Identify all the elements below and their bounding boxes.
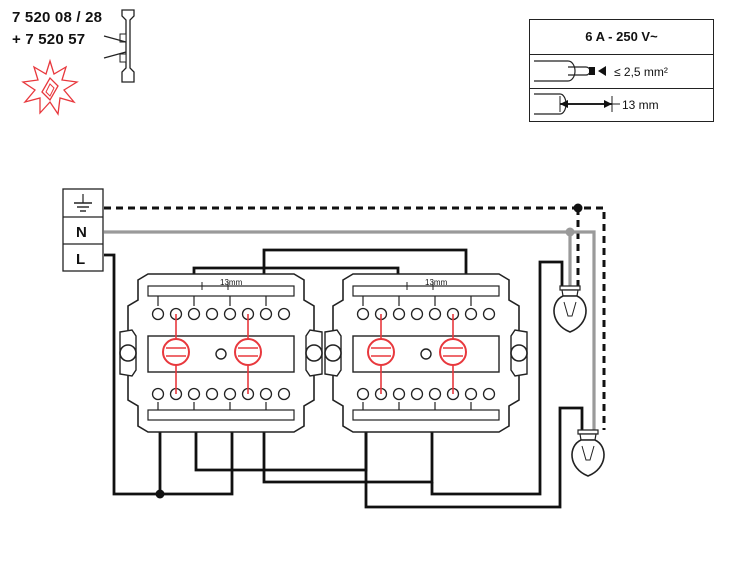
- earth-wire: [104, 203, 606, 430]
- neutral-wire: [104, 227, 596, 430]
- terminal-block: [62, 188, 104, 272]
- terminal-neutral: N: [76, 224, 87, 241]
- terminal-live: L: [76, 251, 86, 268]
- dimension-label-1: 13mm: [220, 278, 243, 287]
- strip-length-icon: [534, 93, 620, 115]
- pilot-light-icon: [21, 58, 79, 116]
- dimension-label-2: 13mm: [425, 278, 448, 287]
- live-and-traveller-wires: [104, 248, 584, 509]
- switch-module-2: [324, 273, 528, 433]
- mounting-clip-icon: [103, 9, 135, 83]
- strip-length-row: 13 mm: [530, 88, 713, 121]
- rating-label: 6 A - 250 V~: [530, 20, 713, 55]
- earth-icon: [74, 194, 92, 212]
- wire-section-row: ≤ 2,5 mm²: [530, 54, 713, 89]
- reference-number-2: + 7 520 57: [12, 31, 86, 48]
- reference-number-1: 7 520 08 / 28: [12, 9, 103, 26]
- strip-length-label: 13 mm: [622, 98, 659, 112]
- wire-section-label: ≤ 2,5 mm²: [614, 65, 668, 79]
- lamp-icon: [553, 285, 587, 333]
- junction-point: [155, 489, 165, 499]
- wire-end-icon: [534, 60, 606, 82]
- lamp-icon: [571, 429, 605, 477]
- switch-module-1: [119, 273, 323, 433]
- spec-box: 6 A - 250 V~ ≤ 2,5 mm² 13 mm: [529, 19, 714, 122]
